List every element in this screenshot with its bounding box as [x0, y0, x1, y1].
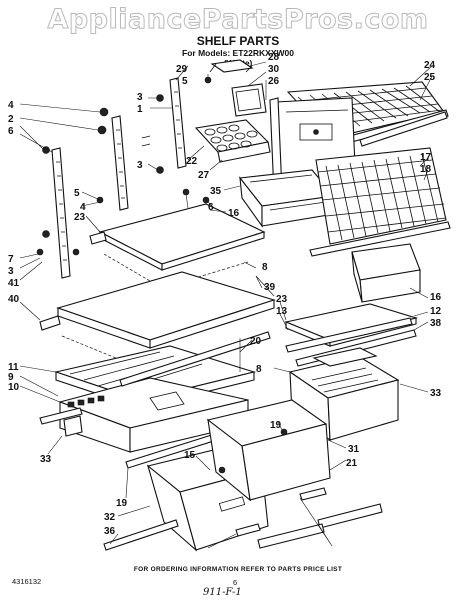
- callout: 15: [184, 450, 196, 461]
- callout: 1: [137, 104, 143, 115]
- document-number: 4316132: [12, 577, 42, 586]
- callout: 30: [268, 64, 280, 75]
- callout: 38: [430, 318, 442, 329]
- callout: 36: [104, 526, 116, 537]
- meat-drawer: [238, 169, 336, 228]
- callout: 8: [256, 364, 262, 375]
- callout: 26: [268, 76, 280, 87]
- callout: 9: [8, 372, 14, 383]
- leader-lines: [19, 61, 433, 549]
- callout: 3: [137, 160, 143, 171]
- callout: 32: [104, 512, 116, 523]
- egg-tray: [194, 119, 271, 163]
- callout: 2: [8, 114, 14, 125]
- glass-shelf-upper: [89, 203, 266, 289]
- callout: 17: [420, 152, 432, 163]
- glass-shelf-middle: [39, 271, 276, 373]
- glass-shelf-right: [284, 303, 419, 367]
- callout: 5: [182, 76, 188, 87]
- callout: 8: [262, 262, 268, 273]
- callout: 5: [74, 188, 80, 199]
- callout: 18: [420, 164, 432, 175]
- callout: 3: [8, 266, 14, 277]
- drawer-handles: [235, 487, 383, 549]
- callout: 28: [268, 52, 280, 63]
- callout: 19: [270, 420, 282, 431]
- callout: 33: [430, 388, 442, 399]
- callout: 10: [8, 382, 20, 393]
- callout: 21: [346, 458, 358, 469]
- crisper-drawer-right: [206, 399, 331, 502]
- callout: 25: [424, 72, 436, 83]
- callout: 7: [8, 254, 14, 265]
- callout: 6: [208, 202, 214, 213]
- callout: 16: [430, 292, 442, 303]
- callout: 22: [186, 156, 198, 167]
- callout: 41: [8, 278, 20, 289]
- fasteners: [36, 76, 212, 256]
- bottom-rails: [39, 407, 179, 551]
- callout: 23: [276, 294, 288, 305]
- handwritten-note: 911-F-1: [203, 587, 242, 598]
- vertical-rail-left: [51, 147, 71, 279]
- callout: 4: [8, 100, 14, 111]
- callout: 6: [8, 126, 14, 137]
- small-bin: [351, 243, 421, 303]
- callout-labels: 29 5 28 30 26 3 1 24 25 4 2 6 22 27 17 1…: [8, 52, 442, 537]
- callout: 40: [8, 294, 20, 305]
- callout: 35: [210, 186, 222, 197]
- callout: 3: [137, 92, 143, 103]
- vertical-rail-middle: [111, 115, 129, 211]
- vertical-rail-right: [169, 77, 187, 169]
- callout: 4: [80, 202, 86, 213]
- callout: 29: [176, 64, 188, 75]
- callout: 27: [198, 170, 210, 181]
- ordering-footnote: FOR ORDERING INFORMATION REFER TO PARTS …: [133, 566, 343, 573]
- top-lid-part: [209, 59, 267, 117]
- callout: 23: [74, 212, 86, 223]
- callout: 20: [250, 336, 262, 347]
- callout: 31: [348, 444, 360, 455]
- callout: 33: [40, 454, 52, 465]
- callout: 19: [116, 498, 128, 509]
- callout: 16: [228, 208, 240, 219]
- callout: 12: [430, 306, 442, 317]
- callout: 24: [424, 60, 436, 71]
- page-number: 6: [233, 578, 238, 587]
- model-line: For Models: ET22RKXXW00: [182, 48, 294, 58]
- lower-wire-shelf: [309, 147, 451, 257]
- callout: 39: [264, 282, 276, 293]
- watermark: AppliancePartsPros.com: [47, 4, 429, 36]
- diagram-title: SHELF PARTS: [196, 34, 280, 48]
- callout: 11: [8, 362, 19, 373]
- callout: 13: [276, 306, 288, 317]
